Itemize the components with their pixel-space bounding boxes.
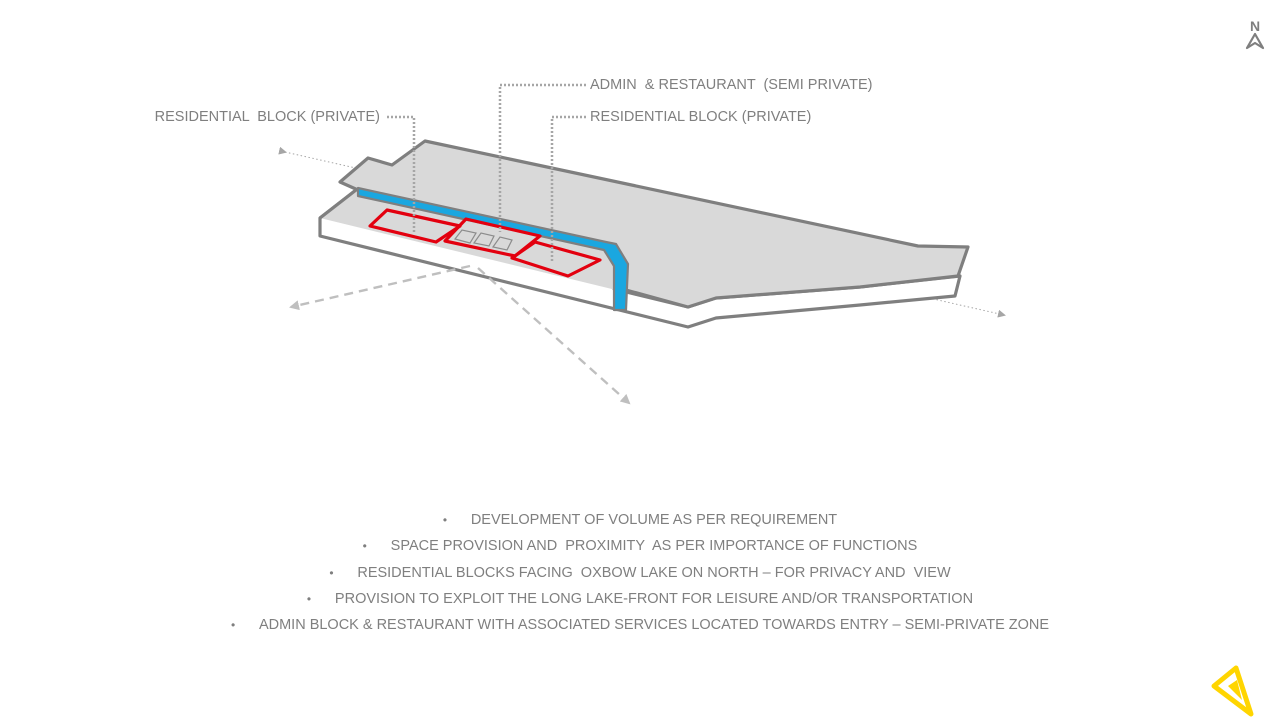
- view-arrow-south: [477, 267, 631, 405]
- north-label: N: [1250, 18, 1260, 34]
- callout-leaders: [387, 83, 586, 262]
- design-notes-list: • DEVELOPMENT OF VOLUME AS PER REQUIREMEN…: [0, 507, 1280, 638]
- design-note-text: ADMIN BLOCK & RESTAURANT WITH ASSOCIATED…: [258, 617, 1050, 634]
- design-note-item: • PROVISION TO EXPLOIT THE LONG LAKE-FRON…: [0, 586, 1280, 612]
- residential-block-right: [510, 240, 602, 278]
- triangle-logo-icon: [1211, 665, 1254, 717]
- leader-residential-left: [387, 115, 416, 232]
- bullet-dot: •: [329, 565, 334, 580]
- label-admin-restaurant: ADMIN & RESTAURANT (SEMI PRIVATE): [590, 77, 873, 93]
- design-note-text: SPACE PROVISION AND PROXIMITY AS PER IMP…: [390, 538, 918, 555]
- design-note-text: PROVISION TO EXPLOIT THE LONG LAKE-FRONT…: [334, 590, 974, 607]
- bullet-dot: •: [362, 539, 367, 554]
- site-lower-terrace: [320, 190, 616, 290]
- bullet-dot: •: [306, 591, 312, 606]
- service-parcels: [453, 229, 513, 251]
- design-note-item: • RESIDENTIAL BLOCKS FACING OXBOW LAKE ON…: [0, 560, 1280, 586]
- bullet-dot: •: [230, 618, 236, 633]
- bullet-dot: •: [442, 513, 448, 527]
- label-residential-left: RESIDENTIAL BLOCK (PRIVATE): [155, 109, 380, 125]
- admin-restaurant-block: [443, 217, 542, 258]
- site-lower-edge: [319, 188, 357, 220]
- design-note-text: RESIDENTIAL BLOCKS FACING OXBOW LAKE ON …: [357, 564, 951, 581]
- leader-residential-right: [550, 115, 586, 262]
- north-arrow-icon: N: [1245, 18, 1265, 50]
- design-note-item: • ADMIN BLOCK & RESTAURANT WITH ASSOCIATE…: [0, 612, 1280, 638]
- label-residential-right: RESIDENTIAL BLOCK (PRIVATE): [590, 109, 811, 125]
- leader-admin-restaurant: [498, 83, 586, 232]
- design-note-item: • DEVELOPMENT OF VOLUME AS PER REQUIREMEN…: [0, 507, 1280, 533]
- view-arrow-west: [289, 264, 471, 311]
- design-note-text: DEVELOPMENT OF VOLUME AS PER REQUIREMENT: [470, 512, 838, 528]
- design-note-item: • SPACE PROVISION AND PROXIMITY AS PER IM…: [0, 533, 1280, 559]
